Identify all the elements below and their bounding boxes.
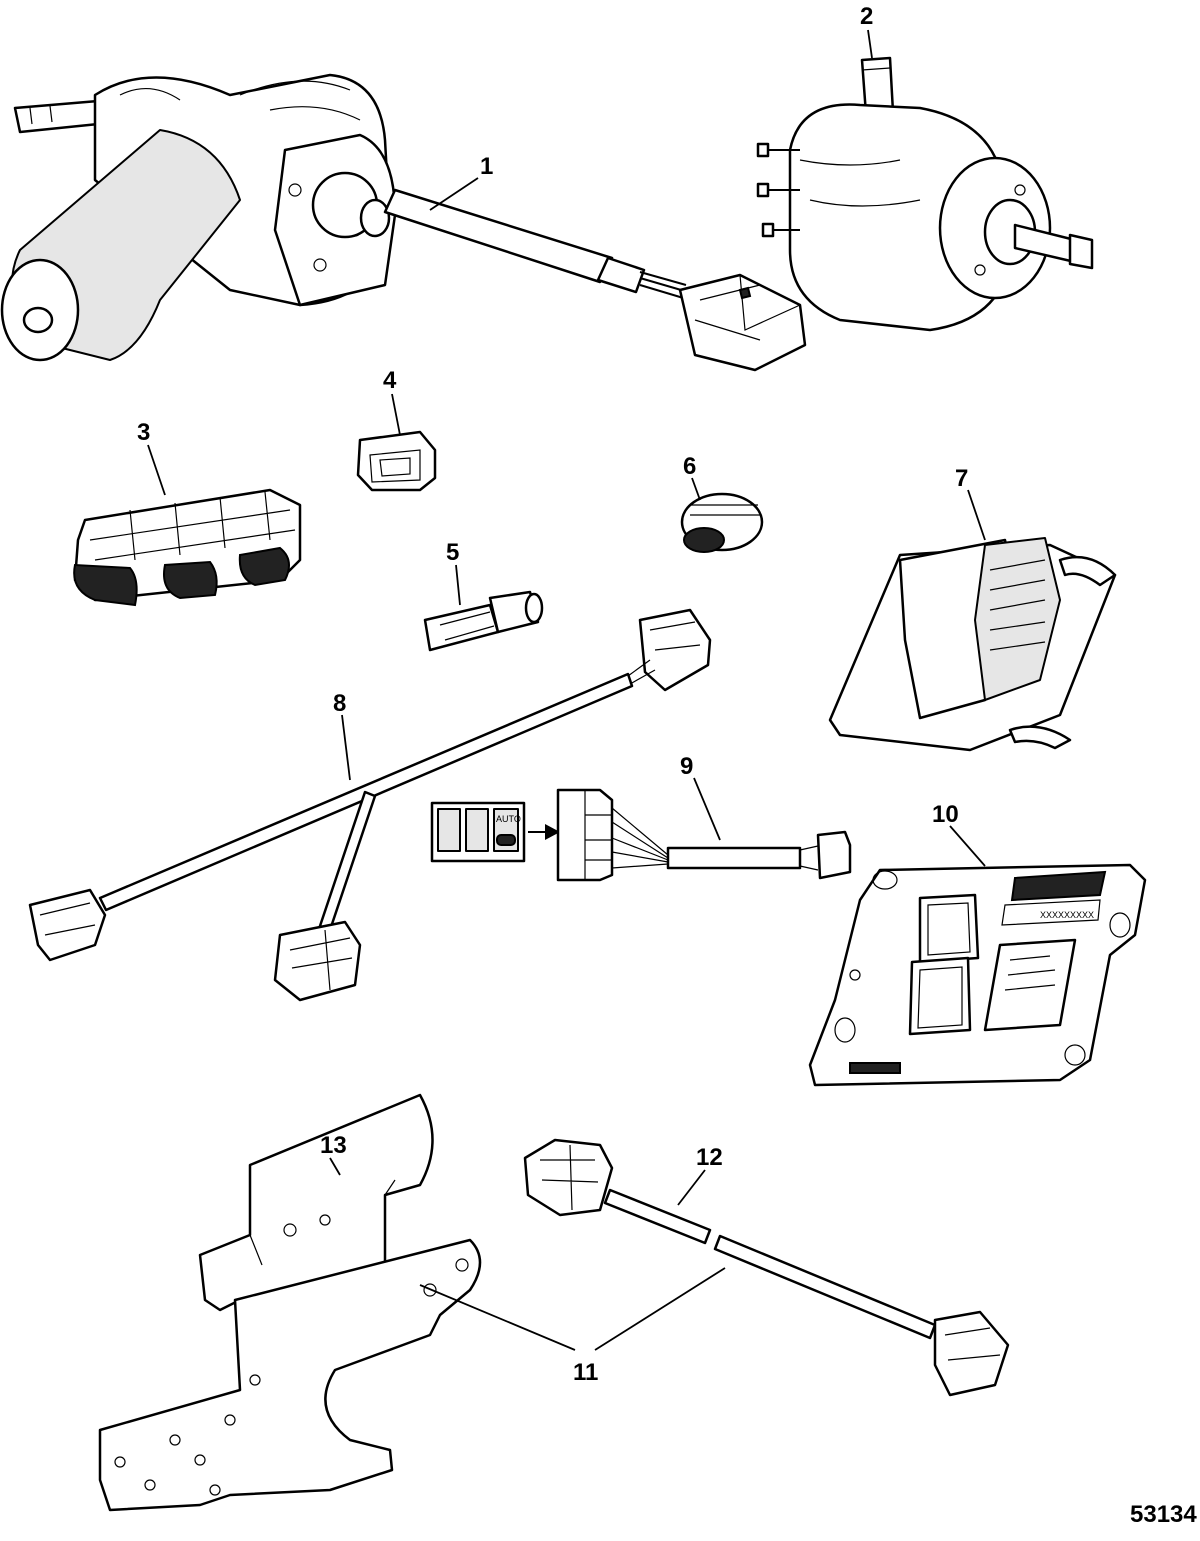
figure-number: 53134: [1130, 1501, 1197, 1528]
leader-11b: [594, 1267, 726, 1351]
callout-11: 11: [573, 1359, 598, 1386]
leader-6: [691, 477, 701, 501]
leader-11a: [419, 1284, 576, 1351]
callout-2: 2: [860, 3, 873, 30]
callout-3: 3: [137, 419, 150, 446]
leader-9: [693, 777, 721, 841]
part-7-control-module: [828, 537, 1117, 752]
leader-10: [949, 825, 986, 867]
callout-13: 13: [320, 1132, 347, 1159]
part-6-cap: [680, 492, 764, 553]
switch-auto-label: AUTO: [496, 814, 521, 824]
part-1-steering-actuator: [0, 73, 807, 372]
leader-7: [967, 489, 986, 541]
callout-10: 10: [932, 801, 959, 828]
part-5-plug-connector: [423, 590, 544, 652]
callout-4: 4: [383, 367, 397, 394]
leader-2: [867, 29, 873, 59]
leader-13: [329, 1157, 341, 1176]
part-3-connector-block: [73, 488, 302, 607]
callout-8: 8: [333, 690, 346, 717]
callout-1: 1: [480, 153, 493, 180]
leader-1: [429, 177, 479, 211]
callout-7: 7: [955, 465, 968, 492]
callout-12: 12: [696, 1144, 723, 1171]
callout-9: 9: [680, 753, 693, 780]
leader-8: [341, 714, 351, 781]
leader-lines: [147, 29, 986, 1351]
callouts: 1 2 3 4 5 6 7 8 9 10 11 12 13: [137, 3, 968, 1386]
callout-6: 6: [683, 453, 696, 480]
part-10-ecu-module: XXXXXXXXX: [808, 863, 1147, 1087]
callout-5: 5: [446, 539, 459, 566]
leader-3: [147, 444, 166, 496]
part-2-helm-unit: [756, 56, 1094, 332]
part-4-small-connector: [356, 430, 437, 492]
leader-5: [455, 564, 461, 606]
part-8-y-harness: [28, 608, 712, 1002]
ecu-label-text: XXXXXXXXX: [1040, 910, 1094, 920]
leader-12: [677, 1169, 706, 1206]
leader-4: [391, 393, 401, 436]
part-9-switch-harness: AUTO: [430, 788, 852, 882]
part-11-bracket: [98, 1238, 482, 1512]
part-12-harness: [523, 1138, 1010, 1397]
